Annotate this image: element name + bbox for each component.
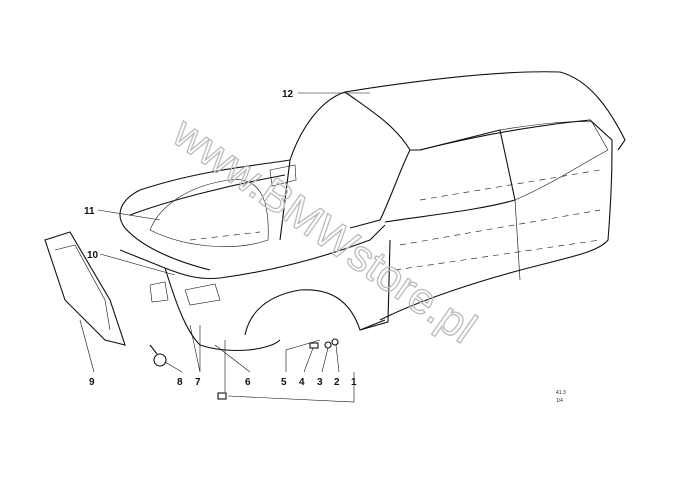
small-parts bbox=[217, 338, 339, 400]
part-8-bolt bbox=[149, 344, 167, 367]
label-10: 10 bbox=[87, 250, 99, 261]
diagram-code: 41.3 bbox=[556, 390, 566, 396]
label-5: 5 bbox=[281, 377, 287, 388]
label-7: 7 bbox=[195, 377, 201, 388]
part-9-panel bbox=[44, 231, 126, 346]
label-6: 6 bbox=[245, 377, 251, 388]
label-2: 2 bbox=[334, 377, 340, 388]
part-labels: 12 11 10 9 8 7 6 5 4 3 2 1 41.3 1/4 bbox=[84, 89, 566, 404]
diagram-page: 1/4 bbox=[556, 398, 563, 404]
label-1: 1 bbox=[351, 377, 357, 388]
label-3: 3 bbox=[317, 377, 323, 388]
label-8: 8 bbox=[177, 377, 183, 388]
label-4: 4 bbox=[299, 377, 305, 388]
label-11: 11 bbox=[84, 206, 95, 217]
watermark: www.BMWstore.pl bbox=[163, 107, 484, 352]
leader-lines bbox=[79, 92, 370, 403]
label-12: 12 bbox=[282, 89, 294, 100]
label-9: 9 bbox=[89, 377, 95, 388]
